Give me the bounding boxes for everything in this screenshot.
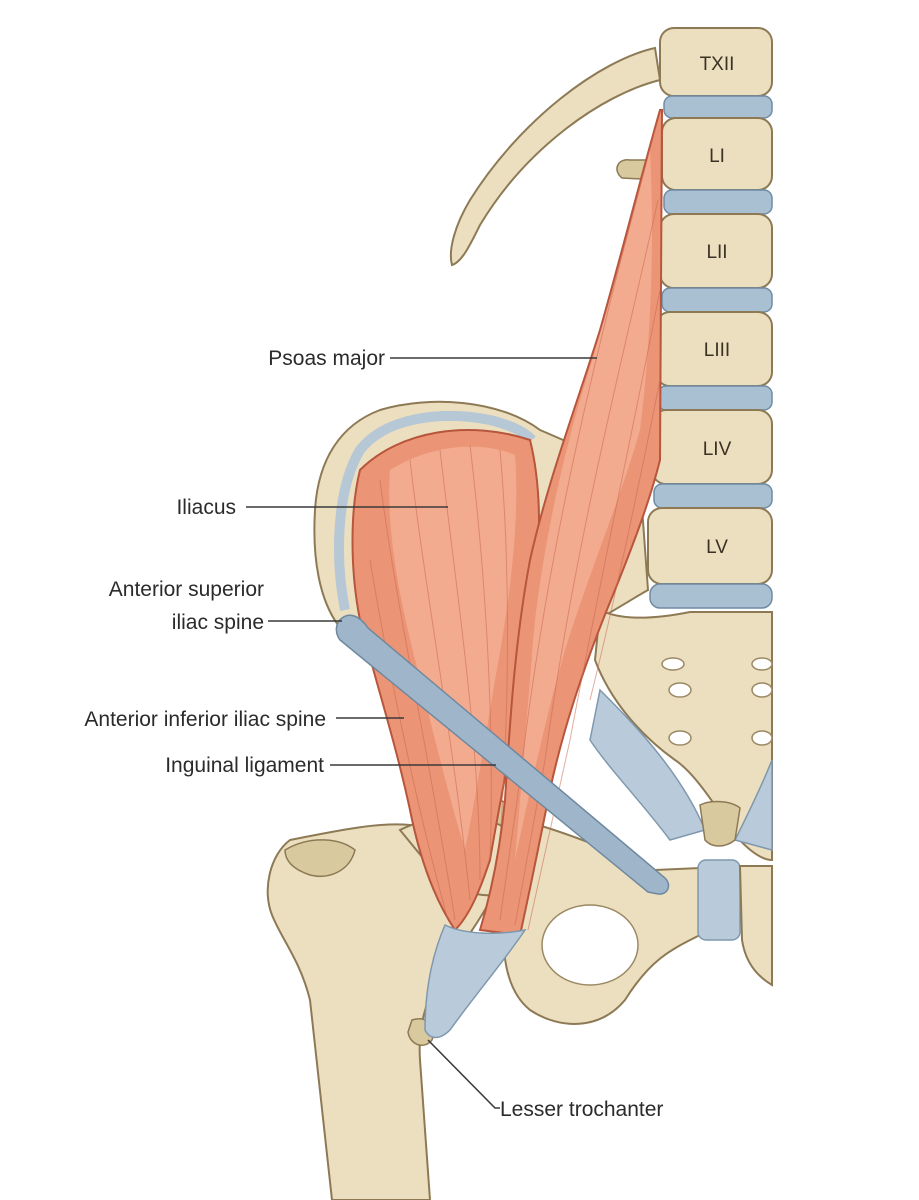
iliac-crest-rim [334,411,536,611]
label-asis-line2: iliac spine [172,611,264,634]
vertebra-label: LIII [704,340,730,361]
leader-lesser-trochanter [427,1039,500,1109]
disc [649,583,773,609]
vertebra-label: LIV [703,439,732,460]
label-psoas-major: Psoas major [268,347,385,370]
label-asis-line1: Anterior superior [109,578,264,601]
disc [657,385,773,411]
pubic-symphysis [697,859,741,941]
label-iliacus: Iliacus [176,496,236,519]
disc [663,95,773,119]
vertebra-label: TXII [700,54,735,75]
psoas-major-muscle [478,109,664,937]
vertebra-label: LI [709,146,725,167]
disc [653,483,773,509]
vertebra-label: LII [706,242,727,263]
disc [663,189,773,215]
disc [661,287,773,313]
label-aiis: Anterior inferior iliac spine [84,708,326,731]
inguinal-ligament [335,614,670,895]
obturator-foramen [541,904,639,986]
rib-twelve [449,46,662,267]
vertebra-label: LV [706,537,728,558]
vertebral-column: TXII LI LII LIII LIV LV [616,27,773,609]
iliopsoas-tendon [424,923,527,1039]
label-inguinal-ligament: Inguinal ligament [165,754,324,777]
label-lesser-trochanter: Lesser trochanter [500,1098,663,1121]
